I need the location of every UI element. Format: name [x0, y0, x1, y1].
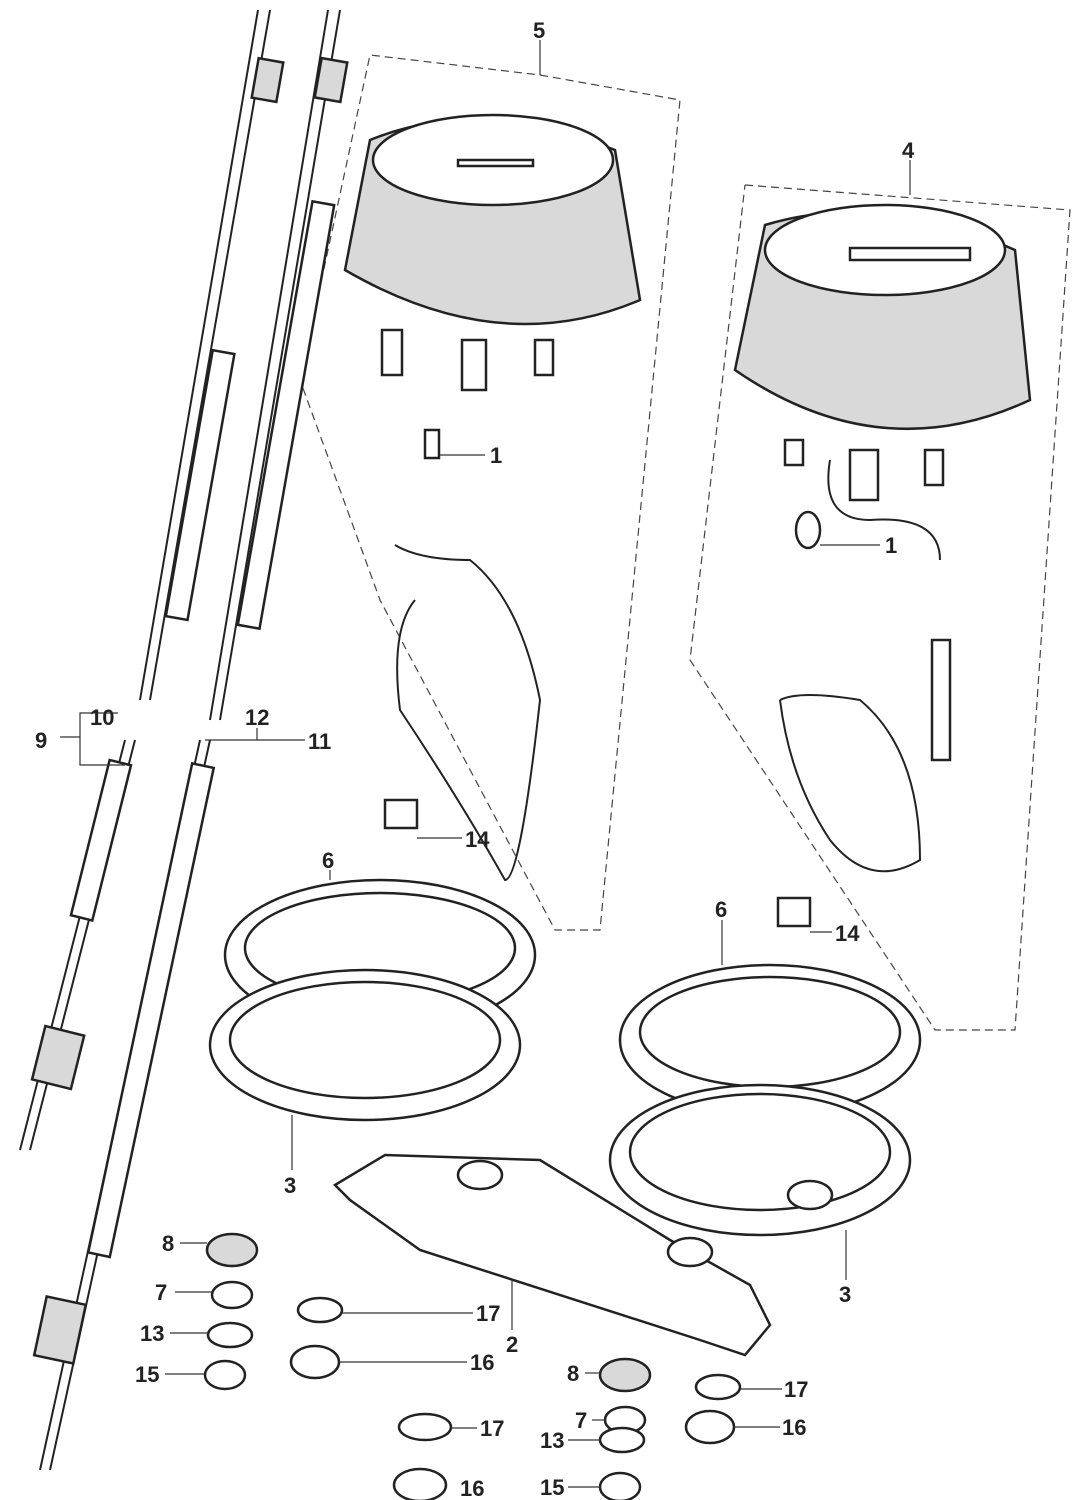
callout-13-right: 13: [540, 1428, 564, 1453]
callout-14-left: 14: [465, 827, 490, 852]
callout-15-left: 15: [135, 1362, 159, 1387]
callout-17-left: 17: [476, 1301, 500, 1326]
callout-17-bottom: 17: [480, 1416, 504, 1441]
callout-16-left: 16: [470, 1350, 494, 1375]
callout-15-right: 15: [540, 1475, 564, 1500]
callout-1-left: 1: [490, 443, 502, 468]
case-right: [608, 963, 922, 1237]
callout-2: 2: [506, 1332, 518, 1357]
callout-16-right: 16: [782, 1415, 806, 1440]
callout-12: 12: [245, 705, 269, 730]
callout-3-left: 3: [284, 1173, 296, 1198]
callout-13-left: 13: [140, 1321, 164, 1346]
callout-6-right: 6: [715, 897, 727, 922]
bolt-left: [383, 798, 419, 830]
callout-8-left: 8: [162, 1231, 174, 1256]
speedometer-cable: [19, 9, 285, 1151]
hardware-right: [392, 1357, 742, 1500]
callout-4: 4: [902, 138, 915, 163]
assembly-box-4: [689, 184, 1071, 1031]
callout-17-right: 17: [784, 1377, 808, 1402]
callout-10: 10: [90, 705, 114, 730]
callout-8-right: 8: [567, 1361, 579, 1386]
assembly-box-5: [299, 54, 681, 931]
callout-11: 11: [308, 729, 331, 754]
callout-14-right: 14: [835, 921, 860, 946]
callout-7-left: 7: [155, 1280, 167, 1305]
case-left: [208, 878, 537, 1122]
tachometer-gauge: [733, 203, 1032, 873]
leader-lines: [60, 40, 911, 1488]
tachometer-cable: [32, 9, 349, 1471]
hardware-left: [203, 1232, 344, 1391]
callout-3-right: 3: [839, 1282, 851, 1307]
callout-1-right: 1: [885, 533, 897, 558]
callout-5: 5: [533, 18, 545, 43]
callout-16-bottom: 16: [460, 1476, 484, 1500]
callout-9: 9: [35, 728, 47, 753]
callout-7-right: 7: [575, 1408, 587, 1433]
speedometer-gauge: [343, 113, 642, 882]
bracket: [332, 1153, 772, 1357]
callout-6-left: 6: [322, 848, 334, 873]
bolt-right: [776, 896, 812, 928]
